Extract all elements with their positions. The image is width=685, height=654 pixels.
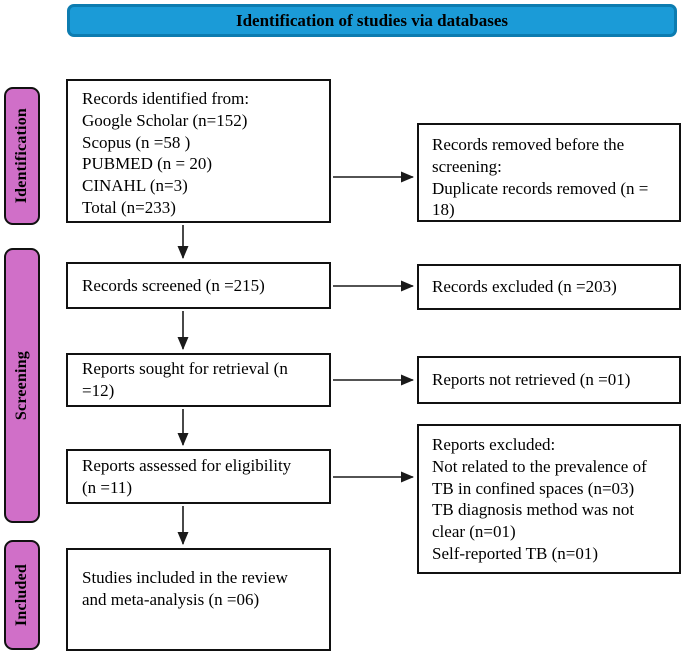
box-reports-not-retrieved-text: Reports not retrieved (n =01) [432,370,631,390]
header-banner: Identification of studies via databases [67,4,677,37]
box-reports-not-retrieved: Reports not retrieved (n =01) [417,356,681,404]
box-reports-assessed: Reports assessed for eligibility (n =11) [66,449,331,504]
header-title: Identification of studies via databases [235,10,509,30]
box-records-excluded: Records excluded (n =203) [417,264,681,310]
stage-label-screening: Screening [4,248,40,523]
stage-label-screening-text: Screening [13,350,30,421]
stage-label-identification-text: Identification [13,108,30,204]
stage-label-included: Included [4,540,40,650]
box-studies-included: Studies included in the review and meta-… [66,548,331,651]
box-reports-assessed-text: Reports assessed for eligibility (n =11) [82,455,292,497]
box-reports-sought-text: Reports sought for retrieval (n =12) [82,359,288,400]
box-reports-excluded: Reports excluded: Not related to the pre… [417,424,681,574]
stage-label-included-text: Included [13,563,30,627]
box-studies-included-text: Studies included in the review and meta-… [82,568,288,609]
stage-label-identification: Identification [4,87,40,225]
box-records-screened: Records screened (n =215) [66,262,331,309]
box-records-removed-text: Records removed before the screening: Du… [432,135,649,220]
box-reports-excluded-text: Reports excluded: Not related to the pre… [432,435,647,563]
box-records-removed: Records removed before the screening: Du… [417,123,681,222]
box-records-screened-text: Records screened (n =215) [82,275,265,295]
box-records-identified-text: Records identified from: Google Scholar … [82,89,250,217]
box-records-excluded-text: Records excluded (n =203) [432,277,617,297]
box-records-identified: Records identified from: Google Scholar … [66,79,331,223]
box-reports-sought: Reports sought for retrieval (n =12) [66,353,331,407]
